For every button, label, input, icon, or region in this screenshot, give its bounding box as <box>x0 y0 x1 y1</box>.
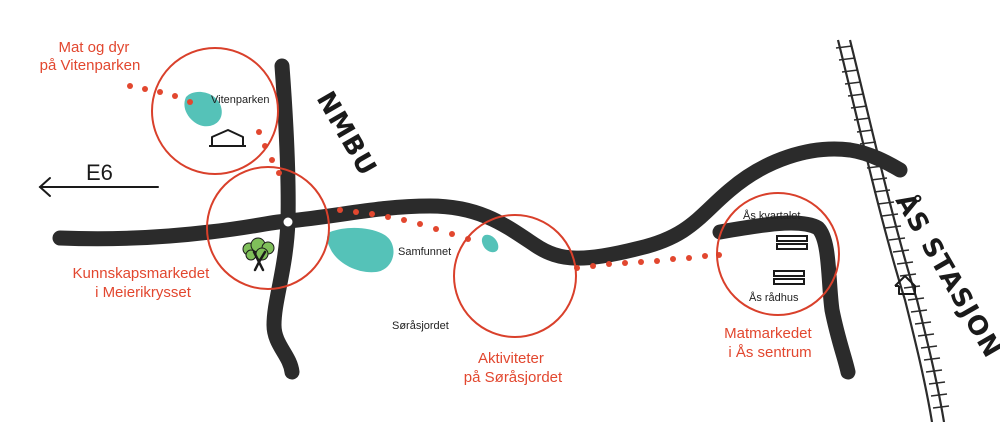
nmbu-label: NMBU <box>310 87 382 182</box>
circle-vitenparken[interactable] <box>151 47 279 175</box>
pond-sorasjordet <box>481 234 499 253</box>
event-meierikrysset-line2: i Meierikrysset <box>95 284 192 301</box>
building-icon <box>773 270 805 285</box>
water-bodies <box>184 91 499 273</box>
arrow-left-icon <box>38 177 159 197</box>
event-sorasjordet-label: Aktiviteter på Søråsjordet <box>464 350 563 386</box>
event-meierikrysset-label: Kunnskapsmarkedet i Meierikrysset <box>73 265 214 301</box>
event-meierikrysset-line1: Kunnskapsmarkedet <box>73 265 211 282</box>
tree-icon <box>242 237 275 272</box>
event-vitenparken-label: Mat og dyr på Vitenparken <box>40 39 141 74</box>
event-vitenparken-line1: Mat og dyr <box>58 39 129 56</box>
place-sorasjordet: Søråsjordet <box>392 320 449 332</box>
event-sentrum-label: Matmarkedet i Ås sentrum <box>724 325 816 361</box>
main-road <box>52 141 908 266</box>
place-as-radhus: Ås rådhus <box>749 291 799 304</box>
circle-sentrum[interactable] <box>716 192 840 316</box>
event-sorasjordet-line1: Aktiviteter <box>478 350 544 367</box>
place-vitenparken: Vitenparken <box>211 94 270 106</box>
pond-vitenparken <box>184 91 222 127</box>
event-vitenparken-line2: på Vitenparken <box>40 57 141 74</box>
pond-samfunnet <box>327 227 394 273</box>
circle-meierikrysset[interactable] <box>206 166 330 290</box>
junction-marker <box>281 215 295 229</box>
place-samfunnet: Samfunnet <box>398 246 451 258</box>
house-icon <box>209 129 246 147</box>
event-route <box>127 83 722 271</box>
event-sentrum-line2: i Ås sentrum <box>728 344 811 361</box>
event-sentrum-line1: Matmarkedet <box>724 325 812 342</box>
e6-label: E6 <box>86 160 113 185</box>
event-circles <box>151 47 840 338</box>
building-icon <box>776 235 808 250</box>
house-icon <box>894 275 916 295</box>
roads <box>52 58 908 380</box>
circle-sorasjordet[interactable] <box>453 214 577 338</box>
event-sorasjordet-line2: på Søråsjordet <box>464 369 563 386</box>
north-south-road <box>266 58 300 380</box>
place-as-kvartalet: Ås kvartalet <box>743 209 800 222</box>
sentrum-road <box>712 215 856 380</box>
